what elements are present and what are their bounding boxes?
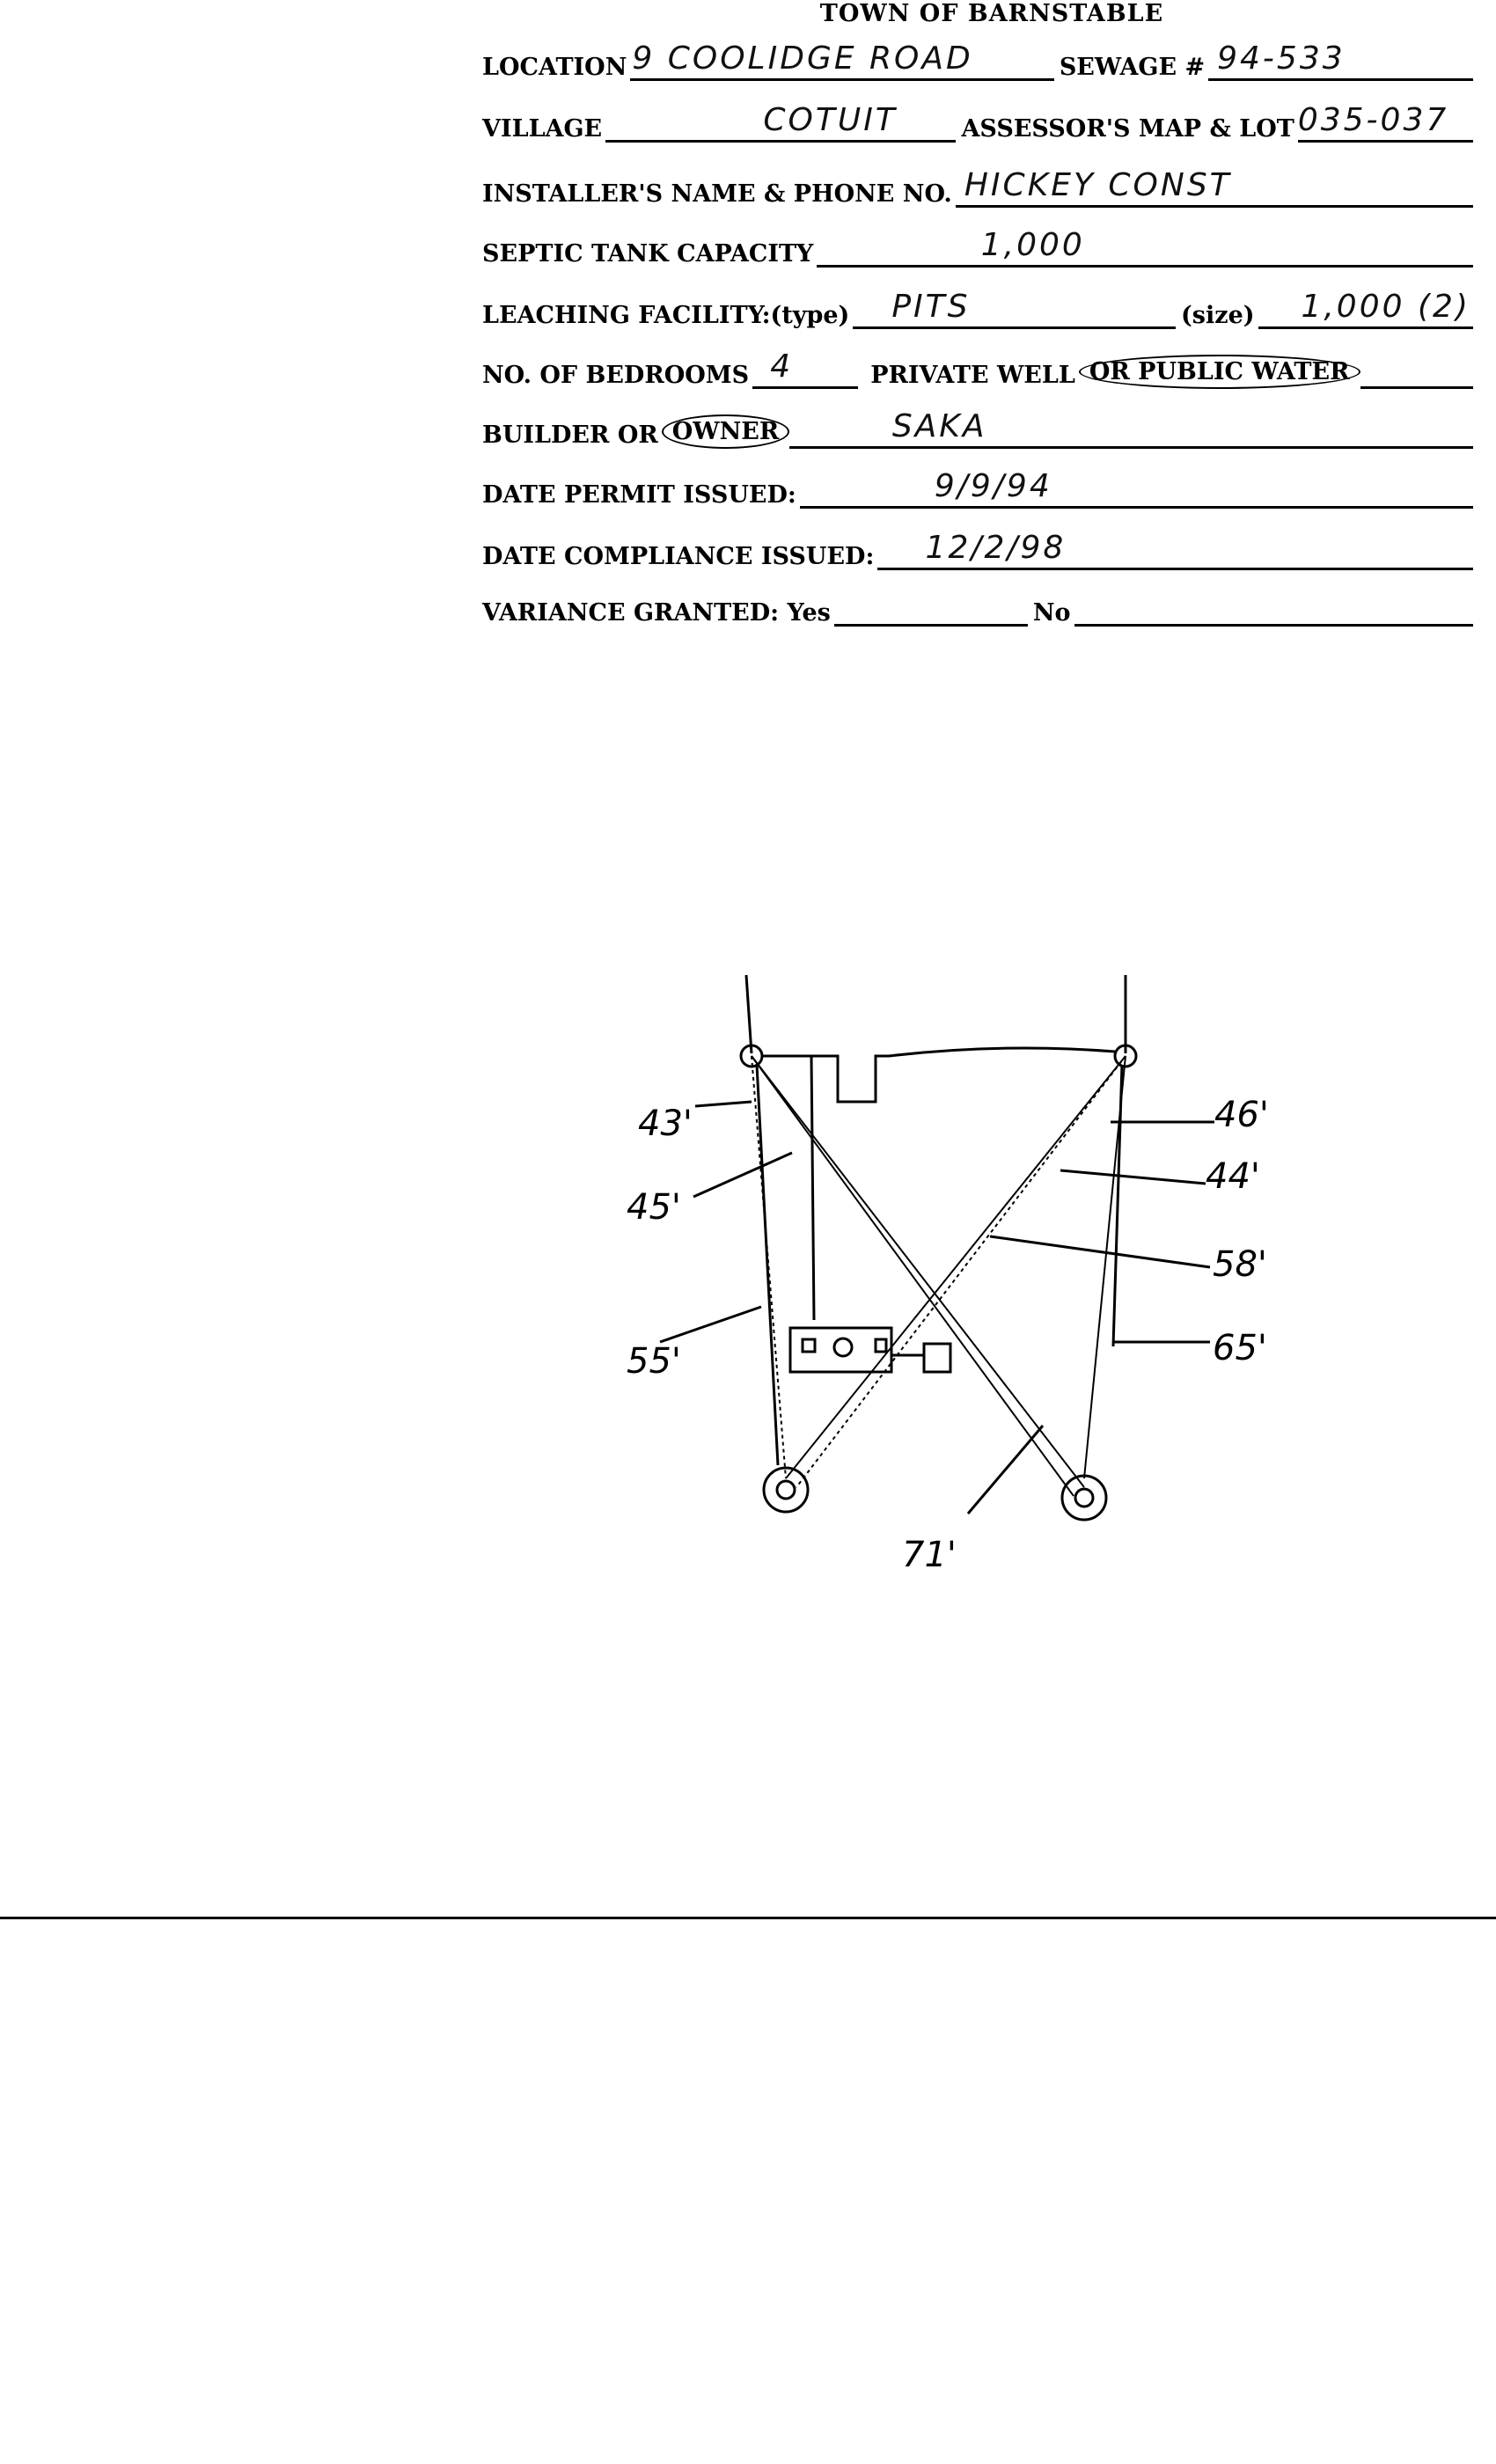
permit-date-field[interactable]: 9/9/94: [799, 468, 1473, 509]
variance-yes-field[interactable]: [833, 594, 1028, 627]
sewage-field[interactable]: 94-533: [1208, 40, 1473, 81]
leaching-type-field[interactable]: PITS: [853, 289, 1177, 329]
builder-label: BUILDER OR: [482, 422, 658, 449]
row-builder: BUILDER OR OWNER SAKA: [482, 408, 1478, 449]
row-location: LOCATION 9 COOLIDGE ROAD SEWAGE # 94-533: [482, 40, 1478, 81]
dimension-label: 71': [902, 1535, 957, 1575]
builder-field[interactable]: SAKA: [789, 408, 1473, 449]
form-title: TOWN OF BARNSTABLE: [819, 0, 1164, 27]
installer-value: HICKEY CONST: [964, 167, 1232, 203]
permit-date-label: DATE PERMIT ISSUED:: [482, 481, 796, 509]
map-lot-label: ASSESSOR'S MAP & LOT: [961, 115, 1294, 143]
row-septic: SEPTIC TANK CAPACITY 1,000: [482, 227, 1478, 268]
map-lot-value: 035-037: [1297, 102, 1449, 138]
tank-inlet: [801, 1338, 817, 1353]
compliance-date-value: 12/2/98: [925, 530, 1067, 566]
bedrooms-label: NO. OF BEDROOMS: [482, 362, 750, 389]
dimension-label: 44': [1206, 1156, 1260, 1197]
installer-label: INSTALLER'S NAME & PHONE NO.: [482, 180, 952, 208]
water-field[interactable]: [1360, 356, 1473, 389]
village-label: VILLAGE: [482, 115, 603, 143]
builder-value: SAKA: [891, 408, 987, 444]
private-well-label: PRIVATE WELL: [870, 362, 1075, 389]
location-label: LOCATION: [482, 54, 627, 81]
dimension-label: 65': [1213, 1328, 1267, 1368]
dimension-label: 45': [627, 1187, 681, 1228]
map-lot-field[interactable]: 035-037: [1297, 102, 1473, 143]
permit-date-value: 9/9/94: [934, 468, 1052, 504]
leaching-pit-right: [1060, 1474, 1108, 1522]
variance-no-label: No: [1032, 599, 1071, 627]
leaching-pit-left: [762, 1466, 810, 1514]
row-permit-date: DATE PERMIT ISSUED: 9/9/94: [482, 468, 1478, 509]
dimension-label: 43': [638, 1104, 693, 1144]
leaching-type-label: LEACHING FACILITY:(type): [482, 302, 850, 329]
public-water-label: OR PUBLIC WATER: [1078, 355, 1360, 389]
well-right-icon: [1113, 1044, 1138, 1068]
septic-capacity-value: 1,000: [980, 227, 1085, 263]
village-field[interactable]: COTUIT: [605, 102, 957, 143]
row-bedrooms: NO. OF BEDROOMS 4 PRIVATE WELL OR PUBLIC…: [482, 348, 1478, 389]
leaching-size-value: 1,000 (2): [1301, 289, 1470, 325]
septic-capacity-label: SEPTIC TANK CAPACITY: [482, 240, 814, 268]
dimension-label: 55': [627, 1341, 681, 1382]
variance-no-field[interactable]: [1074, 594, 1473, 627]
sewage-value: 94-533: [1217, 40, 1346, 77]
tank-manhole: [832, 1337, 854, 1358]
row-installer: INSTALLER'S NAME & PHONE NO. HICKEY CONS…: [482, 167, 1478, 208]
village-value: COTUIT: [763, 102, 898, 138]
dimension-label: 58': [1213, 1244, 1267, 1285]
house-wall-left: [755, 1064, 780, 1466]
leaching-type-value: PITS: [891, 289, 971, 325]
leaching-size-label: (size): [1181, 302, 1255, 329]
sewage-label: SEWAGE #: [1059, 54, 1206, 81]
compliance-date-label: DATE COMPLIANCE ISSUED:: [482, 543, 875, 570]
septic-tank: [788, 1326, 893, 1374]
dimension-label: 46': [1214, 1095, 1269, 1135]
row-variance: VARIANCE GRANTED: Yes No: [482, 591, 1478, 627]
page-divider: [0, 1917, 1496, 1919]
row-village: VILLAGE COTUIT ASSESSOR'S MAP & LOT 035-…: [482, 102, 1478, 143]
bedrooms-value: 4: [770, 348, 794, 385]
compliance-date-field[interactable]: 12/2/98: [877, 530, 1473, 570]
tank-outlet: [874, 1338, 888, 1353]
installer-field[interactable]: HICKEY CONST: [955, 167, 1473, 208]
owner-label: OWNER: [661, 414, 790, 449]
row-compliance-date: DATE COMPLIANCE ISSUED: 12/2/98: [482, 530, 1478, 570]
row-leaching: LEACHING FACILITY:(type) PITS (size) 1,0…: [482, 289, 1478, 329]
septic-capacity-field[interactable]: 1,000: [817, 227, 1473, 268]
distribution-box: [922, 1342, 952, 1374]
bedrooms-field[interactable]: 4: [752, 348, 859, 389]
location-field[interactable]: 9 COOLIDGE ROAD: [630, 40, 1054, 81]
location-value: 9 COOLIDGE ROAD: [632, 40, 973, 77]
variance-yes-label: VARIANCE GRANTED: Yes: [482, 599, 831, 627]
house-wall: [810, 1055, 816, 1321]
property-line-left: [744, 974, 753, 1054]
leaching-size-field[interactable]: 1,000 (2): [1258, 289, 1473, 329]
house-outline: [762, 1046, 1116, 1104]
